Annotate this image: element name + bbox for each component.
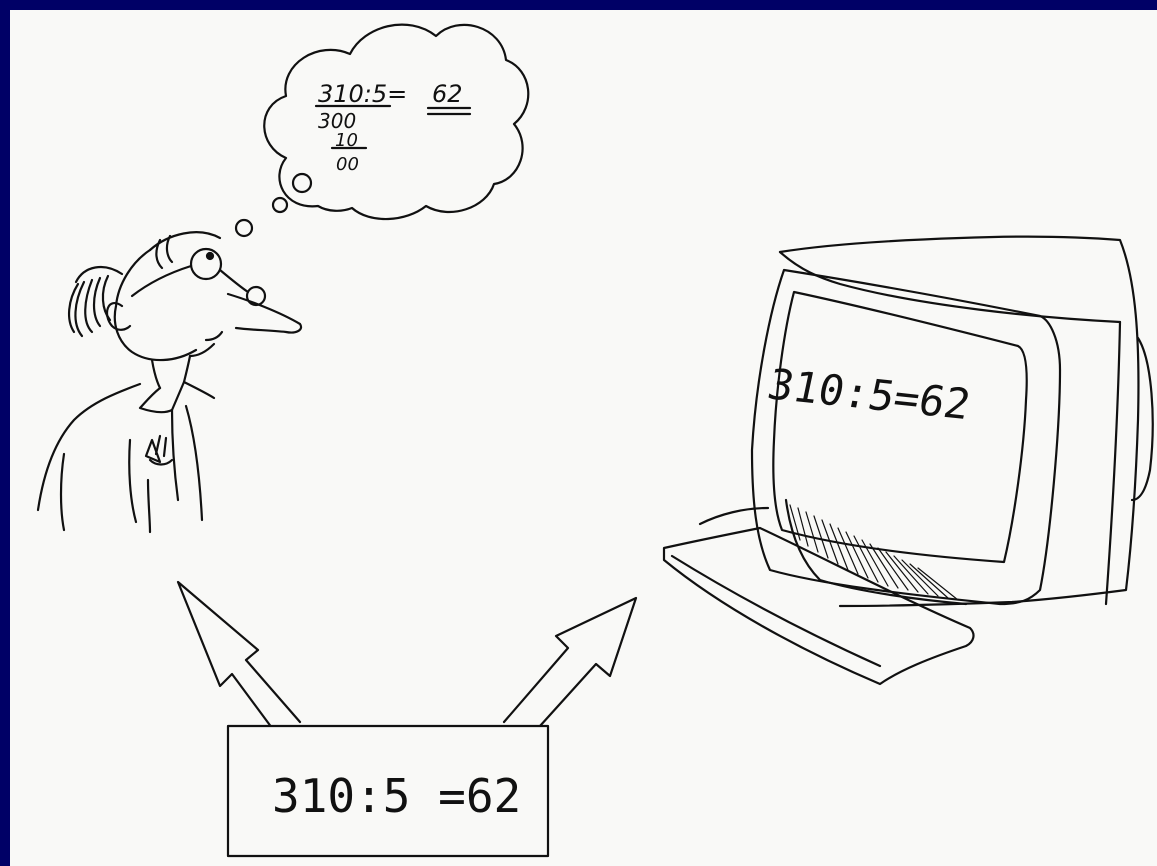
cloud-outline	[263, 23, 530, 221]
keyboard-inner-edge	[670, 554, 882, 668]
computer: 310:5=62	[662, 235, 1154, 686]
thought-result: 62	[432, 80, 463, 108]
mouth-icon	[204, 330, 224, 342]
monitor-display: 310:5=62	[763, 360, 974, 429]
thought-step-3: 00	[336, 154, 359, 175]
neck-front	[182, 354, 192, 384]
glasses-temple	[130, 264, 193, 298]
input-equation-box	[226, 724, 550, 858]
glasses-bridge	[218, 268, 250, 294]
shirt-front	[170, 408, 180, 502]
cartoon-illustration: 310:5= 62 300 10 00	[36, 23, 1154, 858]
bald-top	[148, 231, 222, 252]
monitor-back	[1130, 336, 1154, 502]
shoulders	[36, 382, 142, 512]
sleeve-fold-2	[146, 478, 152, 534]
monitor-side-edge	[1104, 320, 1122, 606]
pocket-pens-icon	[144, 434, 174, 466]
keyboard-cable	[698, 506, 770, 526]
sleeve-fold	[128, 438, 138, 524]
thought-step-2: 10	[335, 130, 358, 151]
arrow-up-right-icon	[502, 596, 638, 728]
neck	[150, 358, 162, 390]
thought-bubble-large	[291, 172, 313, 194]
glasses-lens-left	[189, 247, 223, 281]
chest-line	[184, 404, 204, 522]
illustration-frame: 310:5= 62 300 10 00	[10, 10, 1157, 866]
monitor-top-edge	[778, 250, 1122, 324]
chin	[188, 342, 216, 358]
thought-equation: 310:5=	[318, 80, 407, 108]
monitor-casing	[778, 235, 1140, 608]
back-head	[74, 265, 124, 284]
glasses-lens-right	[245, 285, 267, 307]
arm-line	[59, 452, 66, 532]
screen-glass	[772, 290, 1028, 564]
nose-icon	[226, 292, 303, 334]
thought-bubble-medium	[271, 196, 289, 214]
keyboard	[662, 526, 975, 686]
arrow-up-left-icon	[176, 580, 302, 730]
ear-icon	[105, 302, 132, 331]
input-equation: 310:5 =62	[272, 769, 521, 823]
thought-bubble-small	[234, 218, 254, 238]
pupil-icon	[205, 251, 215, 261]
monitor-stand	[784, 498, 968, 606]
thought-cloud: 310:5= 62 300 10 00	[234, 23, 530, 238]
collar	[138, 380, 216, 414]
stand-hatching	[789, 504, 959, 601]
thought-step-1: 300	[318, 109, 356, 133]
man-figure	[36, 231, 303, 534]
head-outline	[113, 248, 198, 362]
monitor-front-face	[750, 268, 1062, 606]
